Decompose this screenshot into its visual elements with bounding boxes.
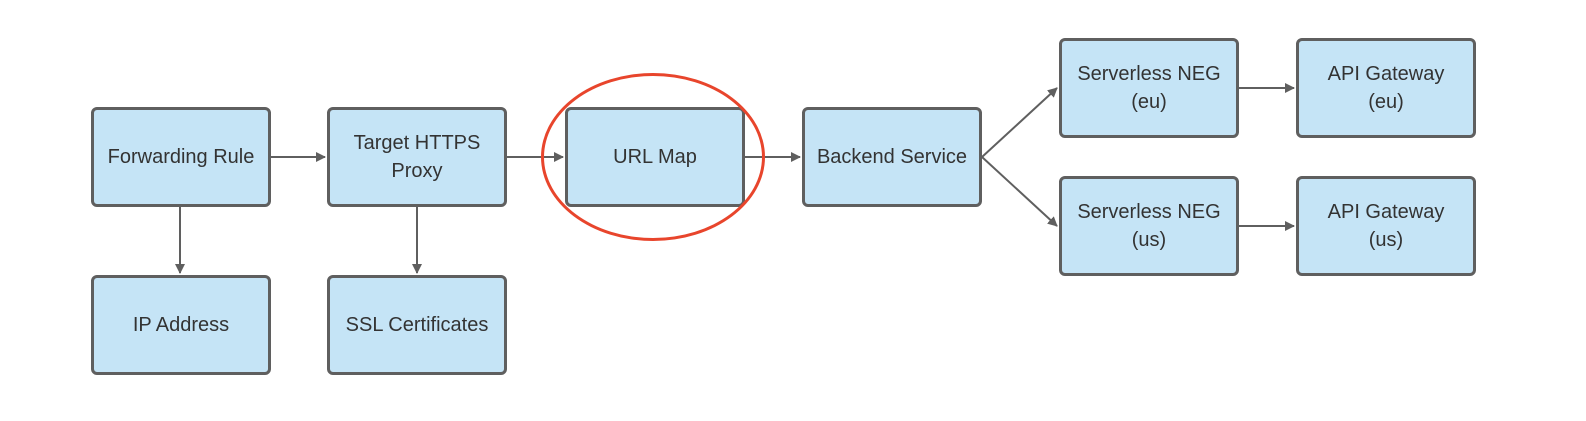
url-map-highlight-circle [541,73,765,241]
node-forwarding-rule: Forwarding Rule [91,107,271,207]
node-api-gateway-eu: API Gateway (eu) [1296,38,1476,138]
node-target-https-proxy: Target HTTPS Proxy [327,107,507,207]
node-ip-address: IP Address [91,275,271,375]
node-ssl-certificates: SSL Certificates [327,275,507,375]
arrow-backend-to-neg-us [981,156,1058,227]
node-api-gateway-us: API Gateway (us) [1296,176,1476,276]
arrow-backend-to-neg-eu [981,87,1058,158]
node-serverless-neg-us: Serverless NEG (us) [1059,176,1239,276]
node-serverless-neg-eu: Serverless NEG (eu) [1059,38,1239,138]
node-backend-service: Backend Service [802,107,982,207]
